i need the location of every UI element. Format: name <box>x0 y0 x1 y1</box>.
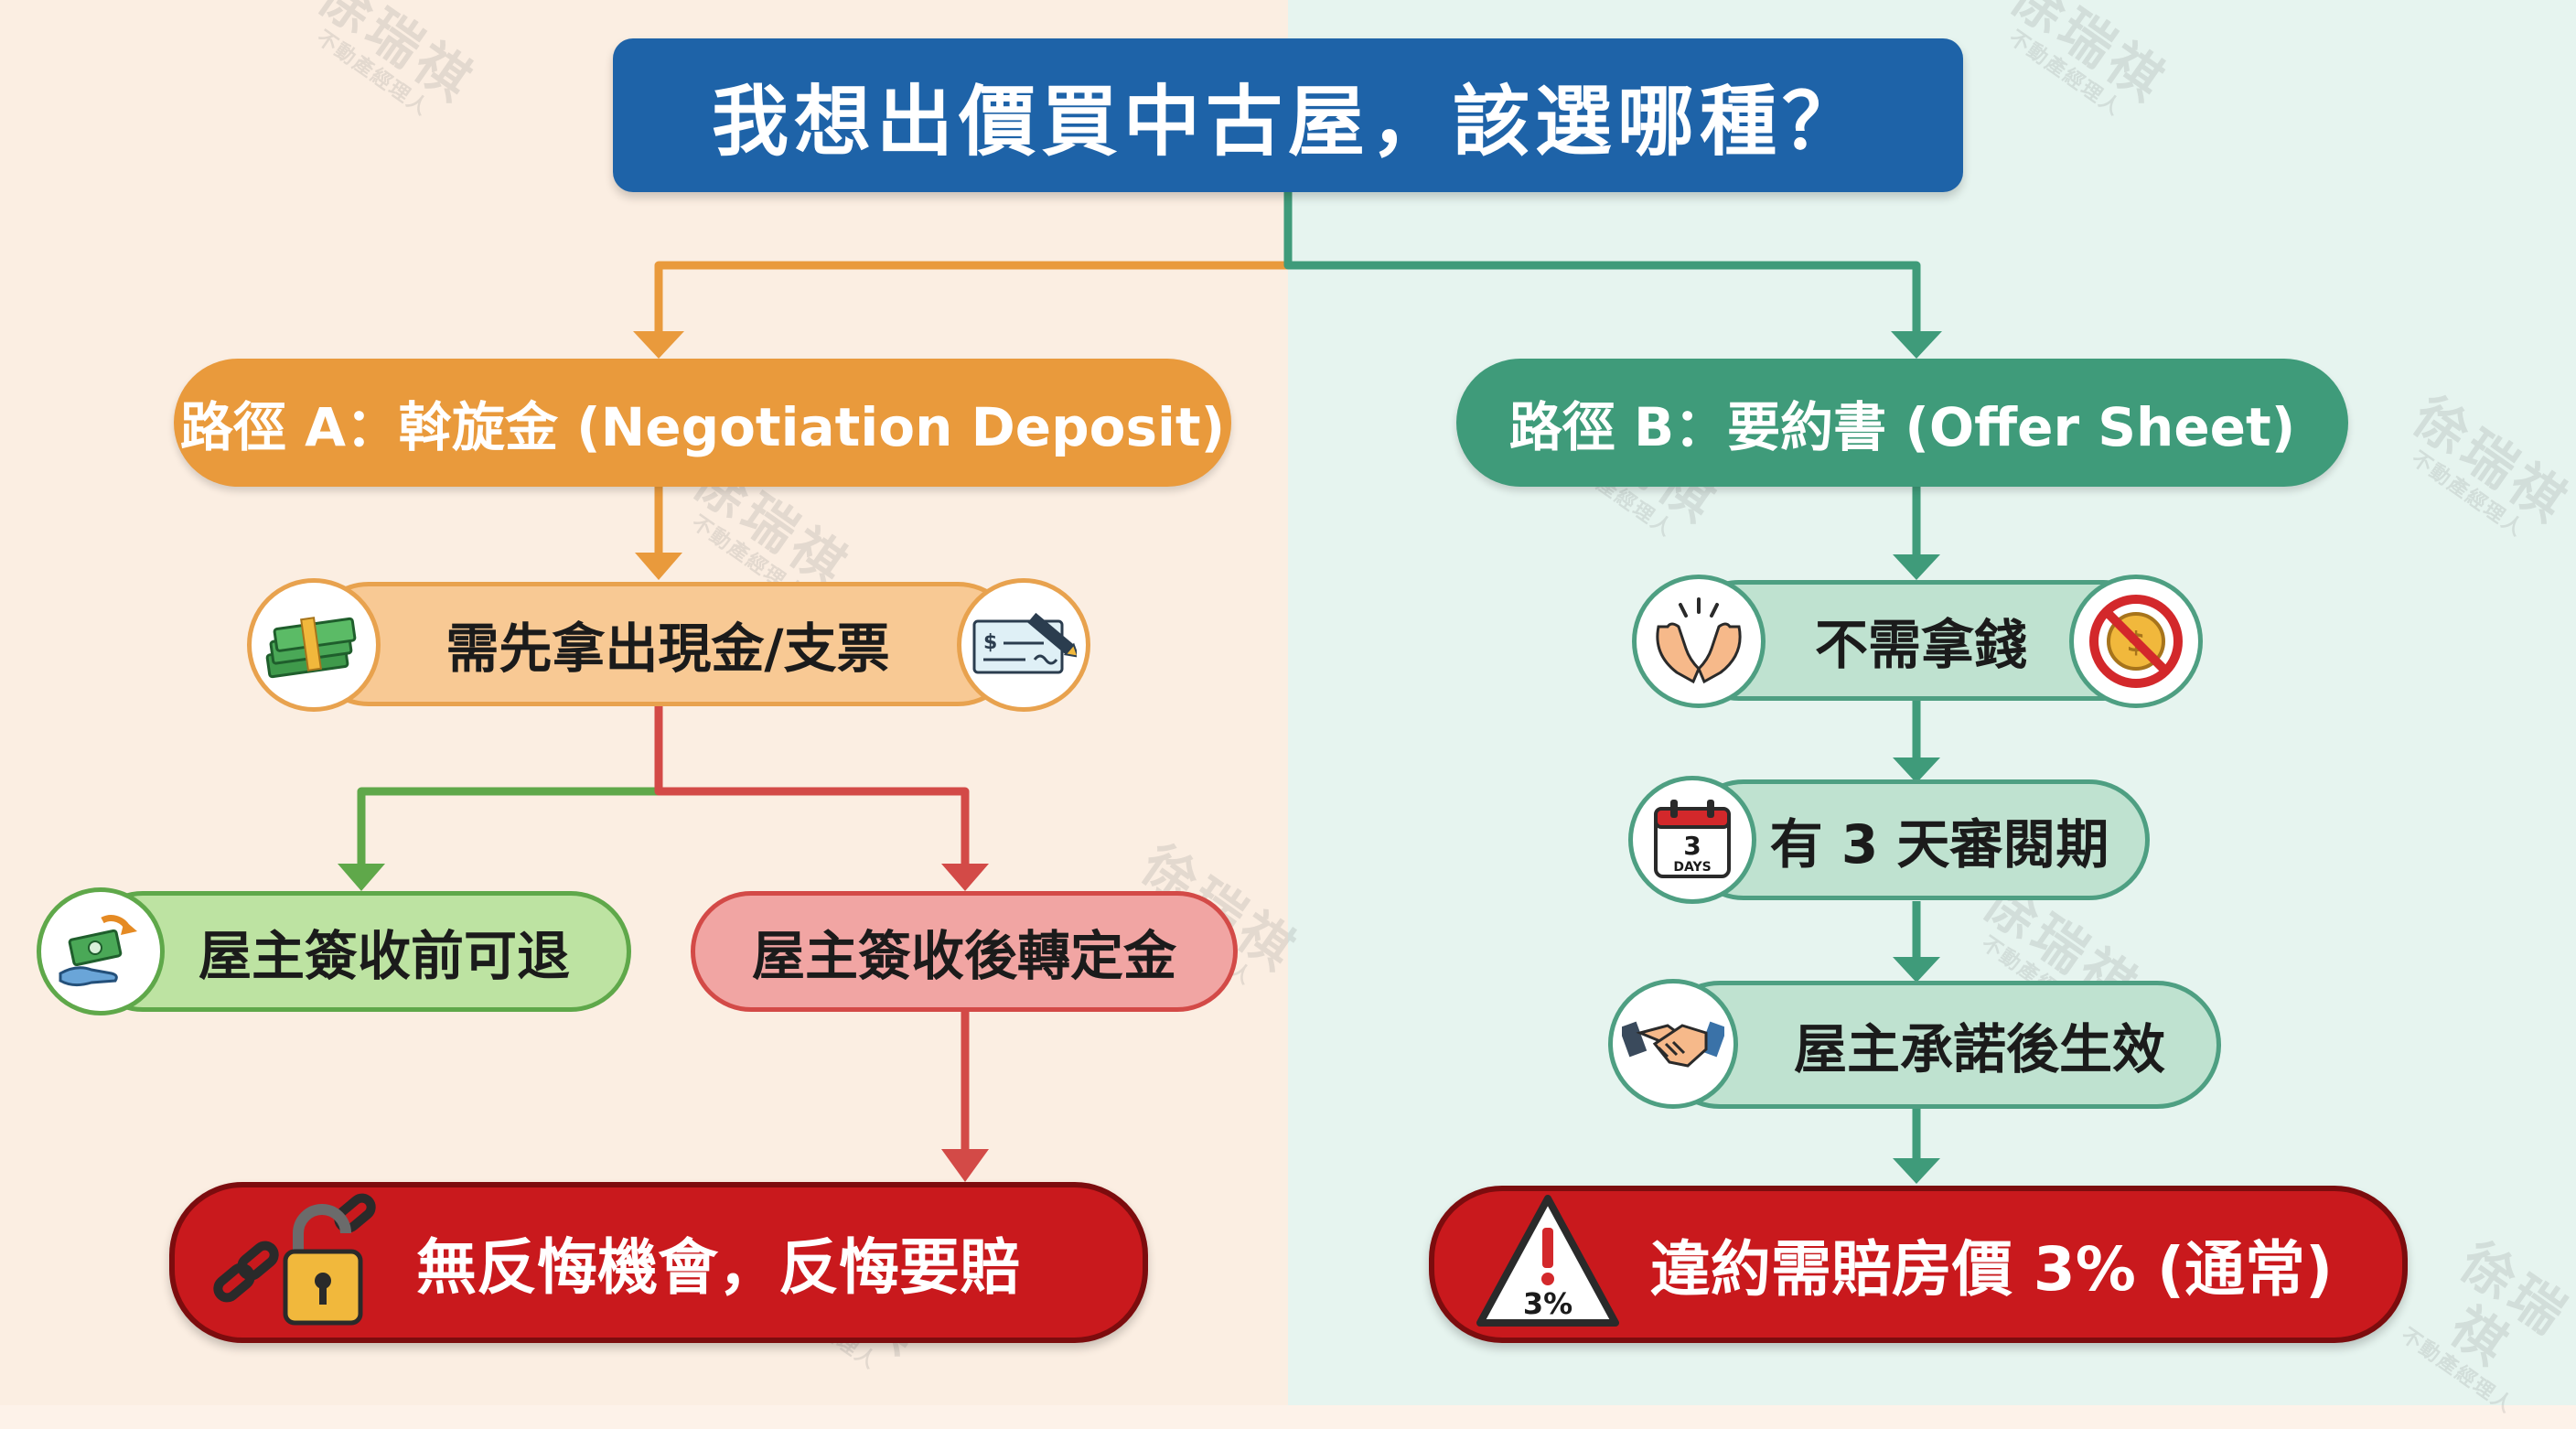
arrowhead <box>1893 957 1940 983</box>
check-pen-icon: $ <box>957 578 1090 712</box>
arrowhead <box>1891 331 1942 359</box>
arrowhead <box>1893 554 1940 580</box>
cash-stack-icon <box>247 578 381 712</box>
right-panel-background <box>1288 0 2576 1405</box>
path-a-header: 路徑 A：斡旋金 (Negotiation Deposit) <box>174 359 1231 487</box>
path-a-branch-refundable-label: 屋主簽收前可退 <box>198 925 570 987</box>
money-hand-return-icon <box>37 887 165 1015</box>
calendar-unit: DAYS <box>1673 860 1711 875</box>
connector-a-to-convert <box>654 704 970 869</box>
arrowhead <box>633 331 684 359</box>
path-b-header: 路徑 B：要約書 (Offer Sheet) <box>1456 359 2348 487</box>
broken-chain-padlock-icon <box>209 1189 392 1336</box>
path-b-step-effective: 屋主承諾後生效 <box>1656 981 2221 1109</box>
path-a-step-cash: 需先拿出現金/支票 <box>306 582 1020 706</box>
arrowhead <box>635 553 682 580</box>
connector-title-to-path-a <box>654 192 1293 337</box>
path-a-branch-convert: 屋主簽收後轉定金 <box>691 891 1238 1012</box>
calendar-icon: 3 DAYS <box>1628 776 1756 904</box>
arrowhead <box>941 1149 989 1182</box>
path-b-result-label: 違約需賠房價 3% (通常) <box>1649 1234 2334 1305</box>
path-a-result-label: 無反悔機會，反悔要賠 <box>416 1232 1020 1303</box>
open-hands-icon <box>1632 575 1766 708</box>
calendar-number: 3 <box>1683 831 1701 861</box>
svg-text:$: $ <box>983 631 997 654</box>
path-b-step-review-period: 有 3 天審閱期 <box>1683 779 2150 900</box>
path-b-step-no-money-label: 不需拿錢 <box>1814 614 2027 676</box>
page-title: 我想出價買中古屋，該選哪種？ <box>613 38 1963 192</box>
path-b-step-effective-label: 屋主承諾後生效 <box>1793 1018 2165 1080</box>
warning-percent-text: 3% <box>1523 1286 1572 1321</box>
path-a-step-cash-label: 需先拿出現金/支票 <box>445 618 890 680</box>
connector-title-to-path-b <box>1283 192 1921 337</box>
warning-triangle-icon: 3% <box>1475 1191 1621 1332</box>
arrowhead <box>1893 1158 1940 1184</box>
arrowhead <box>338 864 385 891</box>
no-coin-icon: $ <box>2069 575 2203 708</box>
path-b-step-review-period-label: 有 3 天審閱期 <box>1769 813 2109 876</box>
arrowhead <box>941 864 989 891</box>
connector-a-to-refund <box>357 704 663 869</box>
arrowhead <box>1893 757 1940 783</box>
path-a-branch-refundable: 屋主簽收前可退 <box>82 891 631 1012</box>
handshake-icon <box>1608 979 1738 1109</box>
